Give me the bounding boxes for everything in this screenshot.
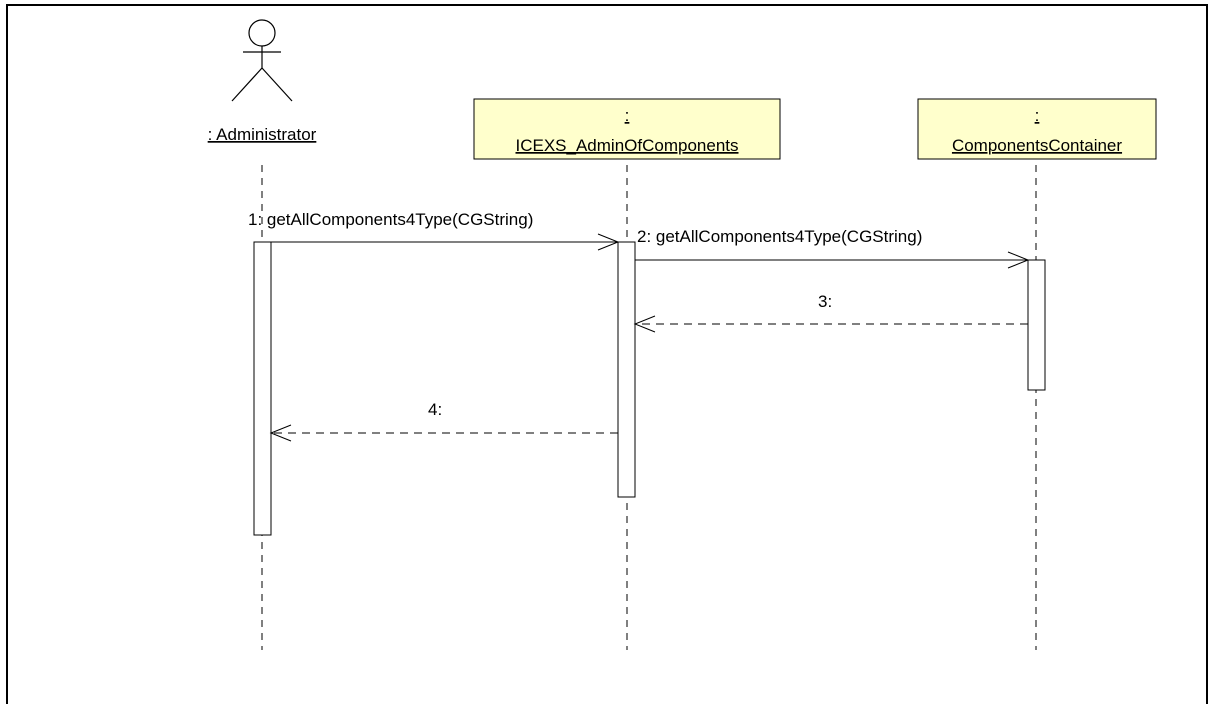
object-prefix: :	[625, 106, 630, 125]
activation-bar-admin	[253, 241, 272, 536]
message-3	[633, 315, 1028, 333]
message-1	[271, 233, 620, 251]
object-label: ComponentsContainer	[952, 136, 1122, 155]
diagram-frame	[6, 4, 1208, 704]
message-1-label: 1: getAllComponents4Type(CGString)	[248, 210, 533, 229]
message-4	[269, 424, 618, 442]
message-4-label: 4:	[428, 400, 442, 419]
sequence-diagram: : Administrator : ICEXS_AdminOfComponent…	[208, 19, 1157, 650]
actor-icon	[231, 19, 293, 102]
object-label: ICEXS_AdminOfComponents	[516, 136, 739, 155]
activation-bar-admin-of-components	[617, 241, 636, 498]
message-2	[635, 251, 1030, 269]
activation-bar-components-container	[1027, 259, 1046, 391]
object-box-components-container: : ComponentsContainer	[917, 98, 1157, 160]
message-3-label: 3:	[818, 292, 832, 311]
message-2-label: 2: getAllComponents4Type(CGString)	[637, 227, 922, 246]
object-box-admin-of-components: : ICEXS_AdminOfComponents	[473, 98, 781, 160]
actor-label: : Administrator	[208, 125, 317, 144]
object-prefix: :	[1035, 106, 1040, 125]
